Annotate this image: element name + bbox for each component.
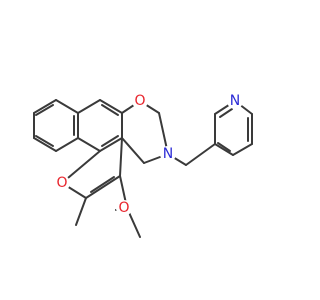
- bond-line: [90, 176, 115, 193]
- bond-line: [85, 175, 121, 199]
- bond-line: [101, 104, 119, 116]
- bond-line: [219, 108, 233, 118]
- pyridine-nitrogen-atom: N: [227, 93, 243, 109]
- bond-line: [33, 99, 57, 114]
- carbonyl-oxygen-label: O: [118, 200, 129, 216]
- ether-oxygen-label: O: [134, 93, 145, 109]
- bond-line: [35, 135, 54, 147]
- bond-layer: [33, 99, 253, 238]
- bond-line: [77, 137, 101, 152]
- bond-line: [61, 150, 101, 184]
- bond-line: [232, 143, 253, 156]
- bond-line: [55, 137, 79, 152]
- bond-line: [119, 137, 123, 177]
- carbonyl-oxygen-atom: O: [116, 200, 132, 216]
- bond-line: [217, 142, 231, 152]
- bond-line: [35, 104, 54, 116]
- atom-label-layer: O N O O N: [54, 93, 243, 216]
- bond-line: [99, 137, 123, 152]
- molecule-structure: O N O O N: [33, 93, 253, 238]
- pyridine-nitrogen-label: N: [230, 93, 240, 109]
- furan-oxygen-atom: O: [54, 175, 70, 191]
- bond-line: [185, 143, 216, 166]
- bond-line: [121, 137, 145, 164]
- bond-line: [77, 99, 101, 114]
- amine-nitrogen-label: N: [163, 146, 173, 162]
- bond-line: [101, 135, 119, 147]
- bond-line: [33, 137, 57, 152]
- bond-line: [214, 143, 234, 156]
- structure-canvas: O N O O N: [33, 93, 253, 238]
- bond-line: [55, 99, 79, 114]
- furan-oxygen-label: O: [56, 175, 67, 191]
- ether-oxygen-atom: O: [132, 93, 148, 109]
- amine-nitrogen-atom: N: [160, 146, 176, 162]
- bond-line: [75, 197, 87, 226]
- bond-line: [99, 99, 123, 114]
